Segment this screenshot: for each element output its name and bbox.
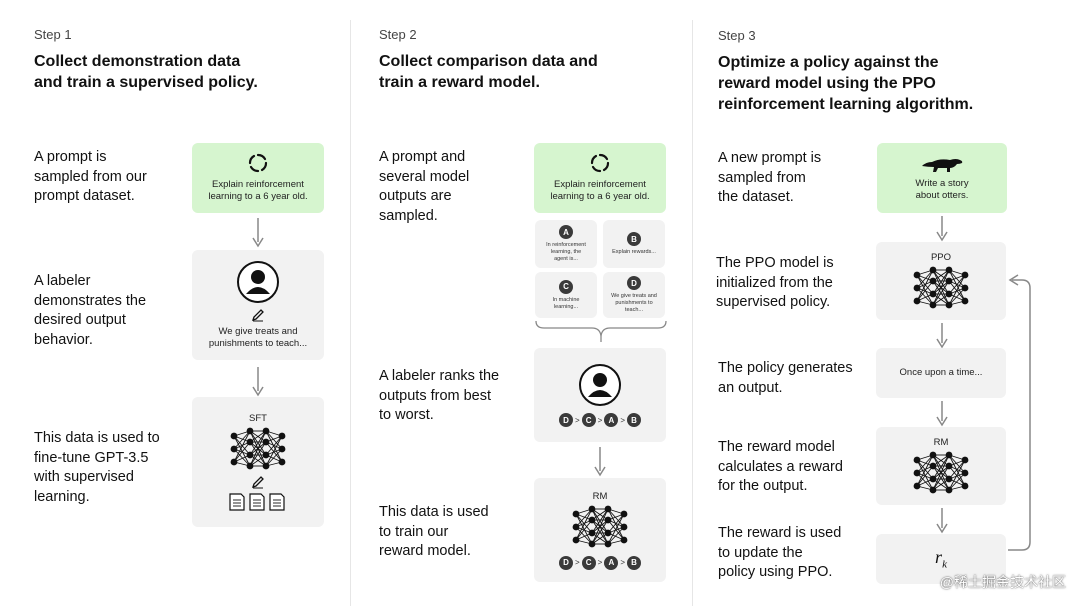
rm-label: RM	[592, 490, 608, 502]
arrow-down-icon	[936, 401, 948, 427]
pencil-icon	[251, 309, 264, 322]
neural-network-icon	[913, 266, 969, 308]
sft-label: SFT	[249, 412, 267, 424]
refresh-icon	[590, 153, 610, 173]
step3-label: Step 3	[718, 28, 756, 43]
documents-icon	[229, 492, 285, 511]
step1-label: Step 1	[34, 27, 72, 42]
column-divider-1	[350, 20, 351, 606]
column-divider-2	[692, 20, 693, 606]
arrow-down-icon	[252, 367, 264, 397]
ranking-row: D> C> A> B	[558, 413, 641, 427]
otter-icon	[922, 159, 963, 172]
rank-badge: D	[558, 413, 573, 427]
pencil-icon	[251, 475, 264, 488]
reward-symbol: rk	[935, 547, 947, 571]
step2-label: Step 2	[379, 27, 417, 42]
rm-label: RM	[933, 436, 949, 448]
watermark: @稀土掘金技术社区	[939, 574, 1066, 590]
step2-rank-box: D> C> A> B	[534, 348, 666, 442]
output-badge: D	[627, 276, 641, 290]
output-badge: C	[559, 279, 573, 294]
rank-badge: C	[581, 555, 596, 570]
arrow-down-icon	[594, 447, 606, 477]
neural-network-icon	[913, 451, 969, 493]
output-card-b: B Explain rewards...	[603, 220, 665, 268]
rank-badge: B	[627, 413, 641, 427]
output-badge: B	[627, 232, 641, 246]
rank-badge: B	[627, 555, 641, 570]
step3-output-text: Once upon a time...	[899, 367, 983, 378]
rank-badge: A	[604, 555, 619, 570]
refresh-icon	[248, 153, 268, 173]
labeler-avatar-icon	[237, 261, 279, 303]
output-badge: A	[559, 225, 573, 239]
rank-badge: C	[581, 413, 596, 427]
step1-sft-box: SFT	[192, 397, 324, 527]
rank-badge: D	[558, 555, 573, 570]
step3-output-box: Once upon a time...	[876, 348, 1006, 398]
bracket-connector	[535, 320, 667, 342]
arrow-down-icon	[252, 218, 264, 248]
neural-network-icon	[572, 505, 628, 547]
feedback-loop-arrow	[1008, 274, 1031, 551]
labeler-avatar-icon	[579, 364, 621, 406]
output-text: Explain rewards...	[612, 249, 656, 255]
step3-reward-box: rk	[876, 534, 1006, 584]
rank-badge: A	[604, 413, 619, 427]
step3-rm-box: RM	[876, 427, 1006, 505]
neural-network-icon	[230, 427, 286, 469]
arrow-down-icon	[936, 323, 948, 349]
ppo-label: PPO	[930, 251, 952, 263]
arrow-down-icon	[936, 508, 948, 534]
step2-rm-box: RM D> C> A> B	[534, 478, 666, 582]
arrow-down-icon	[936, 216, 948, 242]
step3-ppo-box: PPO	[876, 242, 1006, 320]
ranking-row: D> C> A> B	[558, 555, 641, 570]
